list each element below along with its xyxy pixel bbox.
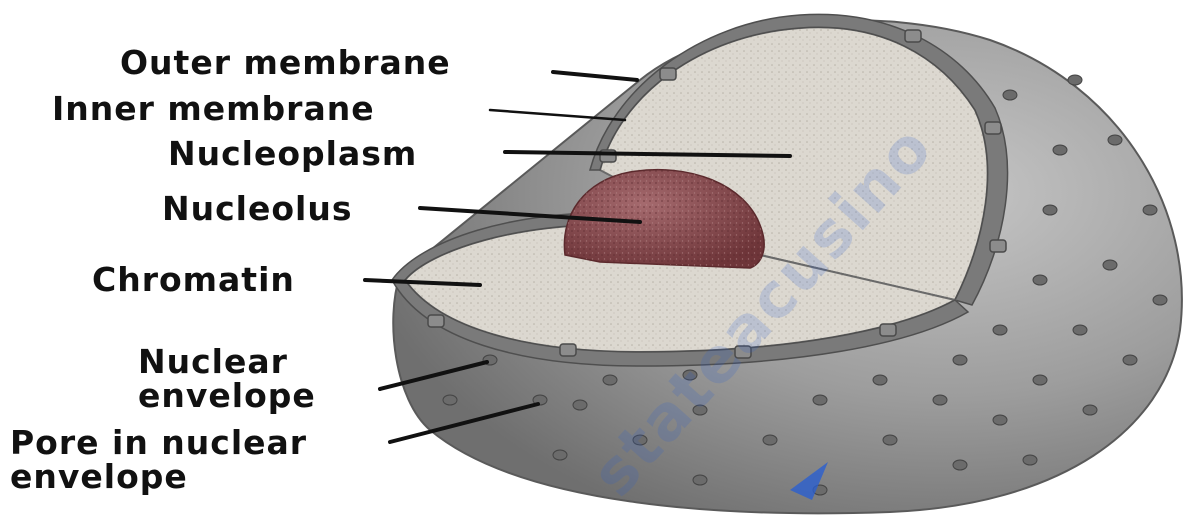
label-outer-membrane: Outer membrane	[120, 46, 451, 79]
label-inner-membrane: Inner membrane	[52, 92, 375, 125]
label-nuclear-envelope: Nuclear envelope	[138, 345, 316, 412]
label-chromatin: Chromatin	[92, 263, 295, 296]
label-nucleoplasm: Nucleoplasm	[168, 137, 417, 170]
leader-outer-membrane	[553, 72, 637, 80]
label-nucleolus: Nucleolus	[162, 192, 352, 225]
label-pore-in-nuclear-envelope: Pore in nuclear envelope	[10, 426, 307, 493]
